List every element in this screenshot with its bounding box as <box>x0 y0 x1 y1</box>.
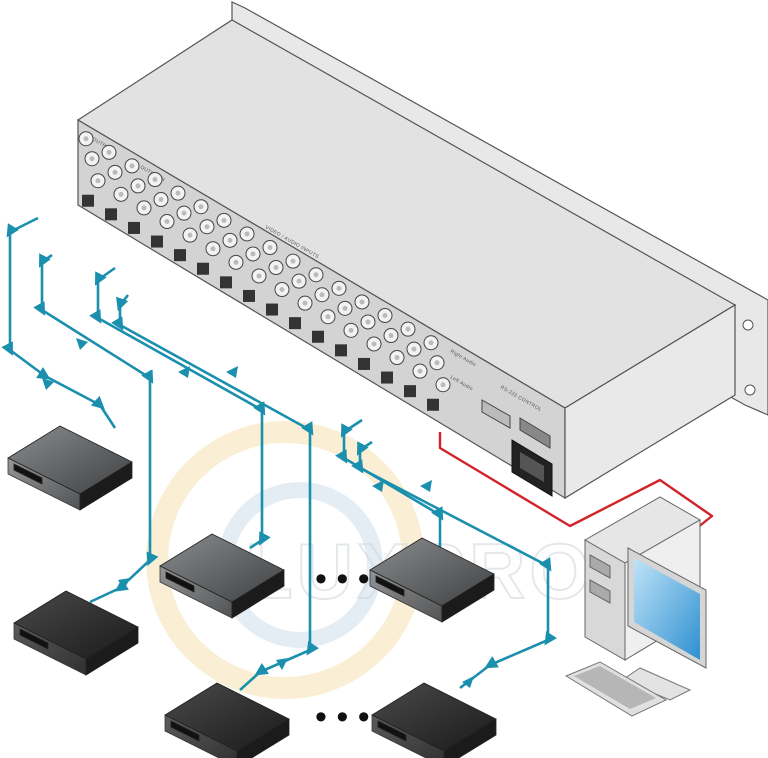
bnc-pin <box>320 292 325 297</box>
bnc-pin <box>90 156 95 161</box>
audio-terminal <box>381 372 393 384</box>
bnc-pin <box>153 177 158 182</box>
bnc-pin <box>383 313 388 318</box>
bnc-pin <box>113 170 118 175</box>
bnc-pin <box>406 327 411 332</box>
bnc-pin <box>234 260 239 265</box>
audio-terminal <box>128 222 140 234</box>
bnc-pin <box>245 231 250 236</box>
arrow-icon <box>178 366 190 378</box>
audio-terminal <box>105 208 117 220</box>
bnc-pin <box>165 219 170 224</box>
bnc-pin <box>119 192 124 197</box>
bnc-pin <box>274 265 279 270</box>
audio-terminal <box>243 290 255 302</box>
bnc-pin <box>297 279 302 284</box>
bnc-pin <box>136 183 141 188</box>
audio-terminal <box>358 358 370 370</box>
bnc-pin <box>441 382 446 387</box>
bnc-pin <box>412 347 417 352</box>
audio-terminal <box>312 331 324 343</box>
arrow-icon <box>420 480 432 492</box>
audio-terminal <box>289 317 301 329</box>
bnc-pin <box>326 314 331 319</box>
arrow-icon <box>226 366 238 378</box>
bnc-pin <box>435 360 440 365</box>
bnc-pin <box>343 306 348 311</box>
bnc-pin <box>222 218 227 223</box>
bnc-pin <box>337 286 342 291</box>
bnc-pin <box>84 136 89 141</box>
bnc-pin <box>188 233 193 238</box>
bnc-pin <box>360 299 365 304</box>
bnc-pin <box>395 355 400 360</box>
bnc-pin <box>96 178 101 183</box>
more-outputs-ellipsis: • • • <box>315 698 370 736</box>
more-sources-ellipsis: • • • <box>315 560 370 598</box>
bnc-pin <box>280 287 285 292</box>
bnc-pin <box>291 259 296 264</box>
bnc-pin <box>107 150 112 155</box>
bnc-pin <box>142 205 147 210</box>
output-device <box>14 591 138 675</box>
bnc-pin <box>159 197 164 202</box>
matrix-switcher: OUTPUT A OUTPUT B VIDEO / AUDIO INPUTS R… <box>78 2 768 498</box>
av-devices <box>8 426 496 758</box>
output-device <box>372 683 496 758</box>
audio-terminal <box>266 304 278 316</box>
arrow-icon <box>76 338 88 350</box>
audio-terminal <box>404 385 416 397</box>
bnc-pin <box>429 340 434 345</box>
bnc-pin <box>418 369 423 374</box>
audio-terminal <box>335 344 347 356</box>
audio-terminal <box>151 236 163 248</box>
bnc-pin <box>182 211 187 216</box>
audio-terminal <box>427 399 439 411</box>
bnc-pin <box>349 328 354 333</box>
audio-terminal <box>197 263 209 275</box>
bnc-pin <box>372 341 377 346</box>
source-device <box>8 426 132 510</box>
bnc-pin <box>130 163 135 168</box>
bnc-pin <box>228 238 233 243</box>
bnc-pin <box>389 333 394 338</box>
audio-terminal <box>174 249 186 261</box>
bnc-pin <box>199 204 204 209</box>
bnc-pin <box>268 245 273 250</box>
bnc-pin <box>205 224 210 229</box>
audio-terminal <box>82 195 94 207</box>
bnc-pin <box>257 273 262 278</box>
bnc-pin <box>176 191 181 196</box>
bnc-pin <box>251 251 256 256</box>
bnc-pin <box>303 301 308 306</box>
audio-terminal <box>220 276 232 288</box>
bnc-pin <box>314 272 319 277</box>
bnc-pin <box>211 246 216 251</box>
bnc-pin <box>366 319 371 324</box>
